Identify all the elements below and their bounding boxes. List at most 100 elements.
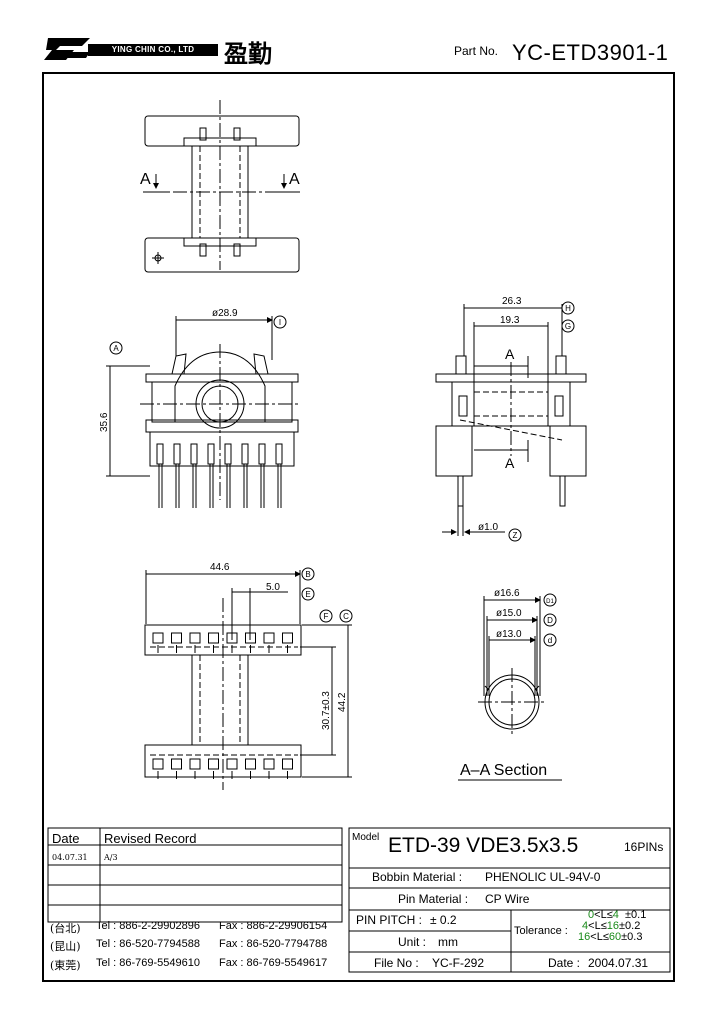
pin-pitch-label: PIN PITCH : bbox=[356, 913, 423, 927]
rev-row-date: 04.07.31 bbox=[52, 853, 88, 862]
pin-slot bbox=[152, 758, 164, 779]
callout-a: A bbox=[109, 341, 123, 355]
callout-f: F bbox=[319, 609, 333, 623]
section-view bbox=[458, 596, 562, 781]
part-no-label: Part No. bbox=[454, 44, 499, 58]
pin bbox=[190, 443, 198, 508]
bottom-view-pins bbox=[152, 632, 293, 779]
file-no-label: File No : bbox=[374, 956, 419, 970]
tolerance-row: 16<L≤60±0.3 bbox=[578, 931, 643, 943]
dim-pitch-5-0: 5.0 bbox=[266, 582, 280, 593]
pin bbox=[258, 443, 266, 508]
callout-label: d bbox=[548, 636, 552, 645]
pin-slot bbox=[152, 632, 164, 653]
side-view bbox=[435, 304, 587, 536]
pin-slot bbox=[282, 758, 293, 779]
date-value: 2004.07.31 bbox=[588, 956, 649, 970]
pin-slot bbox=[171, 758, 182, 779]
pin-slot bbox=[189, 758, 201, 779]
callout-h: H bbox=[561, 301, 575, 315]
callout-label: I bbox=[279, 318, 281, 327]
contact-tel: Tel : 86-520-7794588 bbox=[96, 938, 200, 950]
bottom-view bbox=[144, 570, 352, 790]
callout-label: G bbox=[565, 322, 571, 331]
date-label: Date : bbox=[548, 956, 581, 970]
callout-e: E bbox=[301, 587, 315, 601]
tolerance-row: 4<L≤16±0.2 bbox=[582, 920, 641, 932]
pin-slot bbox=[208, 758, 219, 779]
contact-fax: Fax : 86-520-7794788 bbox=[219, 938, 328, 950]
pin bbox=[156, 443, 164, 508]
model-label: Model bbox=[352, 832, 380, 843]
section-title: A–A Section bbox=[460, 762, 547, 779]
front-view-pins bbox=[156, 443, 283, 508]
tolerance-label: Tolerance : bbox=[514, 925, 568, 937]
bobbin-material-value: PHENOLIC UL-94V-0 bbox=[485, 870, 601, 884]
part-no-value: YC-ETD3901-1 bbox=[512, 40, 669, 65]
pin-material-value: CP Wire bbox=[485, 892, 530, 906]
pin-slot bbox=[245, 632, 256, 653]
pin-slot bbox=[189, 632, 201, 653]
section-marker-side-bottom: A bbox=[505, 455, 515, 471]
dim-section-13-0: ø13.0 bbox=[496, 629, 522, 640]
callout-d: d bbox=[543, 633, 557, 647]
callout-label: A bbox=[113, 344, 119, 353]
section-marker-left: A bbox=[140, 171, 151, 188]
pin-pitch-value: ± 0.2 bbox=[430, 913, 457, 927]
pin bbox=[275, 443, 283, 508]
pin-material-label: Pin Material : bbox=[398, 892, 469, 906]
dim-pin-diameter: ø1.0 bbox=[478, 522, 498, 533]
dim-section-16-6: ø16.6 bbox=[494, 588, 520, 599]
dim-side-19-3: 19.3 bbox=[500, 315, 520, 326]
header: YING CHIN CO., LTD 盈勤 Part No. YC-ETD390… bbox=[0, 0, 720, 80]
bobbin-material-label: Bobbin Material : bbox=[372, 870, 463, 884]
callout-c: C bbox=[339, 609, 353, 623]
pin bbox=[241, 443, 249, 508]
rev-row-record: A/3 bbox=[104, 853, 118, 862]
dim-height-35-6: 35.6 bbox=[99, 412, 110, 432]
pin-slot bbox=[226, 632, 238, 653]
pin bbox=[173, 443, 181, 508]
section-marker-right: A bbox=[289, 171, 300, 188]
unit-value: mm bbox=[438, 935, 458, 949]
technical-drawing: A A ø28.9 35.6 bbox=[99, 100, 587, 790]
top-view bbox=[143, 100, 300, 273]
contact-city: (台北) bbox=[50, 922, 81, 935]
unit-label: Unit : bbox=[398, 935, 427, 949]
pin-slot bbox=[263, 758, 275, 779]
pin-slot bbox=[226, 758, 238, 779]
callout-label: D bbox=[547, 616, 553, 625]
dim-side-26-3: 26.3 bbox=[502, 296, 522, 307]
pin bbox=[207, 443, 215, 508]
pin-slot bbox=[263, 632, 275, 653]
tolerance-row: 0<L≤4 ±0.1 bbox=[588, 909, 647, 921]
callout-label: Z bbox=[513, 531, 518, 540]
pin-slot bbox=[208, 632, 219, 653]
dim-section-15-0: ø15.0 bbox=[496, 608, 522, 619]
company-logo-icon bbox=[44, 38, 90, 60]
company-name-cn: 盈勤 bbox=[224, 39, 272, 68]
contact-fax: Fax : 86-769-5549617 bbox=[219, 957, 328, 969]
pin-slot bbox=[171, 632, 182, 653]
drawing-frame bbox=[42, 72, 675, 982]
callout-label: B bbox=[305, 570, 310, 579]
contact-tel: Tel : 86-769-5549610 bbox=[96, 957, 200, 969]
dim-height-30-7: 30.7±0.3 bbox=[321, 691, 332, 730]
pin-slot bbox=[282, 632, 293, 653]
contact-fax: Fax : 886-2-29906154 bbox=[219, 920, 328, 932]
pin-slot bbox=[245, 758, 256, 779]
callout-g: G bbox=[561, 319, 575, 333]
contact-tel: Tel : 886-2-29902896 bbox=[96, 920, 200, 932]
section-marker-side-top: A bbox=[505, 346, 515, 362]
callout-z: Z bbox=[508, 528, 522, 542]
callout-label: H bbox=[565, 304, 571, 313]
callout-label: F bbox=[324, 612, 329, 621]
rev-col-date: Date bbox=[52, 831, 80, 846]
pin bbox=[224, 443, 232, 508]
callout-d: D bbox=[543, 613, 557, 627]
dim-width-44-6: 44.6 bbox=[210, 562, 230, 573]
file-no-value: YC-F-292 bbox=[432, 956, 485, 970]
title-block-lines bbox=[47, 827, 671, 973]
dim-flange-diameter: ø28.9 bbox=[212, 308, 238, 319]
